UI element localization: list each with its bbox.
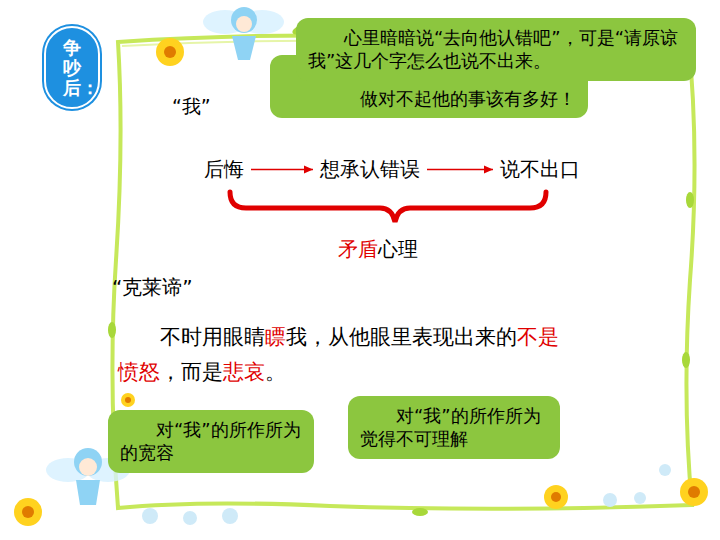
flow-step: 想承认错误 <box>316 154 424 185</box>
label: 不时用眼睛 <box>160 325 265 349</box>
quote-paragraph: 不时用眼睛瞟我，从他眼里表现出来的不是愤怒，而是悲哀。 <box>118 320 578 389</box>
cloud-row <box>142 464 671 525</box>
node-text: 后悔 <box>204 156 244 183</box>
note-box: 对“我”的所作所为的宽容 <box>108 410 314 473</box>
node-text: 心里暗暗说“去向他认错吧”，可是“请原谅我”这几个字怎么也说不出来。 <box>308 26 684 73</box>
node-text: 说不出口 <box>500 156 580 183</box>
arrowhead <box>304 166 313 174</box>
label: 。 <box>265 360 286 384</box>
node-text: 争吵后： <box>63 38 81 97</box>
conclusion: 矛盾心理 <box>338 236 418 263</box>
flow-arrow <box>427 166 493 174</box>
label: “我” <box>172 94 211 120</box>
node-text: 对“我”的所作所为觉得不可理解 <box>360 404 548 451</box>
bracket <box>230 192 546 222</box>
flow-step: 后悔 <box>200 154 248 185</box>
section-tag: 争吵后： <box>44 26 100 109</box>
node-text: 做对不起他的事该有多好！ <box>282 87 576 110</box>
vine-frame <box>112 35 694 508</box>
note-box: 对“我”的所作所为觉得不可理解 <box>348 396 560 459</box>
sunflower <box>14 38 708 526</box>
label: 矛盾 <box>338 237 378 261</box>
flow-arrow <box>251 166 313 174</box>
label: 悲哀 <box>223 360 265 384</box>
label: 心理 <box>378 237 418 261</box>
fairy <box>203 7 284 60</box>
vine-leaves <box>108 24 694 516</box>
label: ，而是 <box>160 360 223 384</box>
label: “克莱谛” <box>112 274 193 301</box>
arrowhead <box>484 166 493 174</box>
speech-bubble: 心里暗暗说“去向他认错吧”，可是“请原谅我”这几个字怎么也说不出来。 <box>296 18 696 81</box>
node-text: 对“我”的所作所为的宽容 <box>120 418 302 465</box>
label: 我，从他眼里表现出来的 <box>286 325 517 349</box>
flow-step: 说不出口 <box>496 154 584 185</box>
node-text: 想承认错误 <box>320 156 420 183</box>
label: 瞟 <box>265 325 286 349</box>
